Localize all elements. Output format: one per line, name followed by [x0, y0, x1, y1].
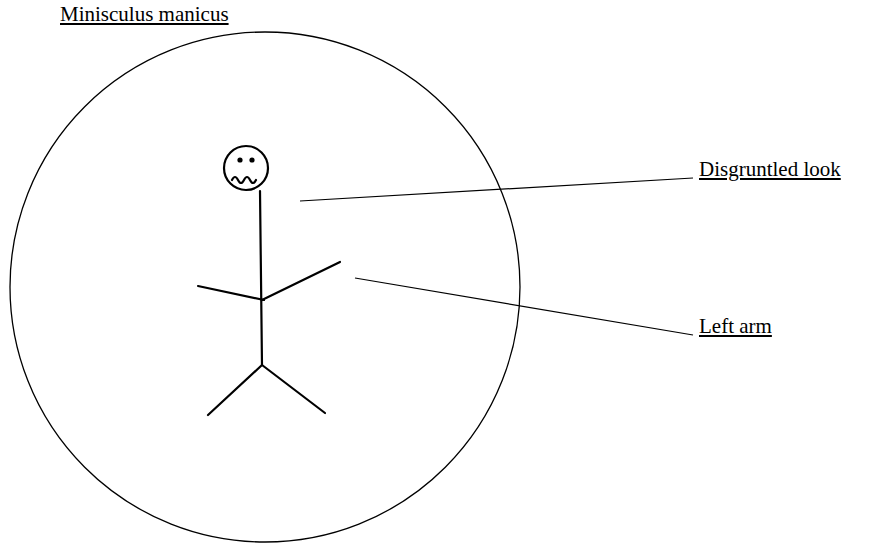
- specimen-title: Minisculus manicus: [60, 2, 229, 26]
- figure-head: [224, 146, 268, 190]
- part-label: Left arm: [699, 314, 772, 338]
- leader-line: [355, 278, 693, 335]
- part-label: Disgruntled look: [699, 157, 841, 181]
- figure-mouth: [232, 177, 256, 183]
- figure-leg: [208, 365, 262, 415]
- specimen-outline: [10, 32, 520, 542]
- figure-body: [260, 191, 262, 365]
- leader-line: [300, 178, 693, 201]
- figure-left-arm: [262, 262, 340, 300]
- stick-figure: [198, 146, 340, 415]
- figure-leg: [262, 365, 325, 413]
- figure-right-arm: [198, 286, 264, 300]
- figure-eye: [249, 157, 254, 162]
- figure-eye: [237, 157, 242, 162]
